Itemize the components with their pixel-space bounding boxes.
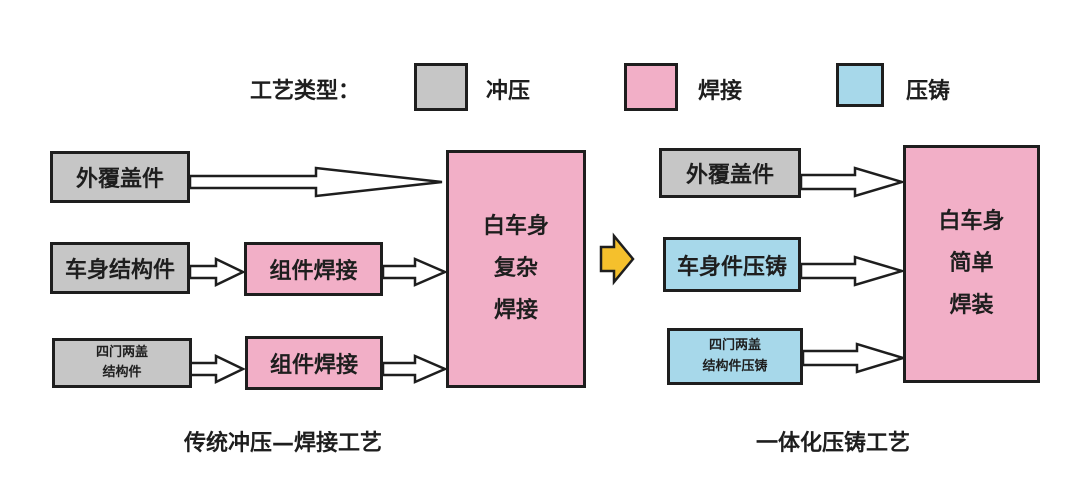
trad-structural-box: 车身结构件 [50, 242, 190, 294]
trad-result-line1: 白车身 [482, 214, 549, 240]
int-result-line1: 白车身 [938, 209, 1005, 235]
arrow-weld1-to-body [381, 257, 449, 287]
legend-swatch-stamping [414, 63, 468, 111]
arrow-outer-to-simple-body [799, 166, 907, 198]
trad-result-line2: 复杂 [493, 256, 538, 282]
trad-result-line3: 焊接 [493, 297, 538, 323]
int-cast-body-box: 车身件压铸 [663, 237, 801, 292]
legend-label-welding: 焊接 [698, 79, 743, 104]
int-doors-label-line2: 结构件压铸 [702, 358, 768, 374]
legend-label-casting: 压铸 [906, 79, 951, 104]
trad-weld-step-1-label: 组件焊接 [269, 259, 358, 284]
trad-outer-panel-box: 外覆盖件 [50, 151, 190, 203]
trad-weld-step-2: 组件焊接 [245, 336, 383, 390]
legend-swatch-casting [836, 63, 884, 107]
int-doors-label-line1: 四门两盖 [708, 338, 761, 354]
trad-body-in-white-box: 白车身 复杂 焊接 [446, 150, 586, 388]
int-outer-panel-label: 外覆盖件 [685, 163, 774, 188]
int-caption: 一体化压铸工艺 [756, 431, 911, 456]
int-result-line3: 焊装 [949, 292, 994, 318]
int-doors-cast-box: 四门两盖 结构件压铸 [667, 328, 803, 385]
trad-weld-step-1: 组件焊接 [244, 242, 383, 296]
transition-arrow-icon [599, 232, 635, 286]
trad-doors-box: 四门两盖 结构件 [52, 338, 192, 388]
legend-title: 工艺类型： [250, 79, 361, 104]
int-outer-panel-box: 外覆盖件 [659, 148, 801, 198]
arrow-weld2-to-body [381, 354, 449, 384]
arrow-outer-to-body [188, 166, 443, 198]
trad-doors-label-line2: 结构件 [102, 365, 142, 380]
trad-structural-label: 车身结构件 [64, 258, 175, 283]
trad-weld-step-2-label: 组件焊接 [269, 353, 358, 378]
trad-outer-panel-label: 外覆盖件 [75, 167, 164, 192]
legend-label-stamping: 冲压 [486, 79, 531, 104]
arrow-structural-to-weld [188, 257, 246, 287]
arrow-cast-to-simple-body [799, 255, 907, 287]
trad-doors-label-line1: 四门两盖 [95, 344, 148, 360]
arrow-doors-to-weld [188, 354, 246, 384]
int-result-line2: 简单 [949, 251, 994, 277]
int-cast-body-label: 车身件压铸 [676, 254, 787, 280]
trad-caption: 传统冲压—焊接工艺 [184, 431, 383, 456]
legend-swatch-welding [624, 63, 678, 111]
int-body-in-white-box: 白车身 简单 焊装 [903, 145, 1040, 383]
arrow-doorcast-to-simple-body [801, 342, 908, 374]
